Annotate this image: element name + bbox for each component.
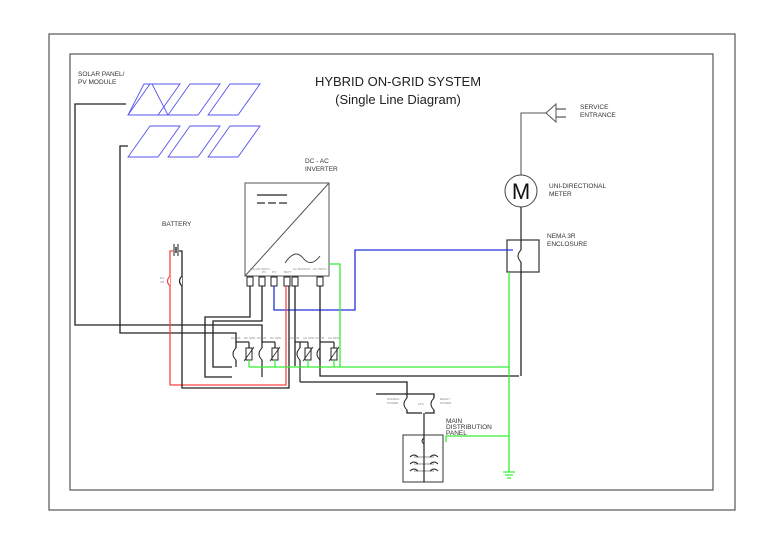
battery-label: BATTERY bbox=[162, 221, 192, 228]
dc-cb-label: DC CB bbox=[257, 336, 266, 340]
service-entrance-label-1: SERVICE bbox=[580, 104, 609, 111]
pv-module bbox=[167, 83, 221, 116]
solar-panel-label-1: SOLAR PANEL/ bbox=[78, 71, 125, 78]
inverter-terminal-label: BATT bbox=[284, 270, 292, 274]
ground-wire bbox=[329, 263, 509, 368]
neutral-wire bbox=[273, 249, 512, 311]
ac-protection: AC CB AC SPD AC CB AC SPD bbox=[290, 336, 408, 394]
dc-spd-label: DC SPD bbox=[244, 336, 256, 340]
pv-module-array bbox=[127, 83, 261, 158]
service-entrance-label-2: ENTRANCE bbox=[580, 112, 616, 119]
outer-border bbox=[48, 33, 736, 511]
mdp-label-2: DISTRIBUTION bbox=[446, 424, 492, 431]
pv-module bbox=[127, 83, 181, 116]
nema-enclosure-label-1: NEMA 3R bbox=[547, 233, 576, 240]
main-distribution-panel bbox=[402, 434, 444, 483]
inner-border bbox=[69, 53, 714, 491]
service-entrance-icon bbox=[520, 102, 566, 175]
nema-enclosure bbox=[506, 239, 540, 273]
normal-power-label: NORMAL bbox=[387, 397, 400, 401]
pv-dc-wire bbox=[204, 286, 251, 378]
dc-cb-label: DC CB bbox=[231, 336, 240, 340]
pv-string-wire-2 bbox=[119, 145, 228, 334]
battery-negative-wire bbox=[181, 286, 290, 389]
pv-module bbox=[207, 125, 261, 158]
inverter-terminal-label: SOLAR INPUT bbox=[250, 267, 270, 271]
meter-label-2: METER bbox=[549, 191, 572, 198]
battery-breaker-label: DC bbox=[160, 276, 165, 280]
pv-module bbox=[207, 83, 261, 116]
diagram-title: HYBRID ON-GRID SYSTEM bbox=[315, 74, 481, 89]
pv-dc-wire bbox=[212, 286, 263, 368]
inverter-terminal-label: PV bbox=[272, 270, 276, 274]
pv-module bbox=[127, 125, 181, 158]
diagram-subtitle: (Single Line Diagram) bbox=[335, 92, 461, 107]
inverter: SOLAR INPUT PV PV BATT AC BACKUP AC INPU… bbox=[244, 182, 330, 287]
inverter-label-2: INVERTER bbox=[305, 166, 338, 173]
battery-breaker-label: CB bbox=[160, 280, 164, 284]
inverter-terminal-label: PV bbox=[262, 270, 266, 274]
ready-power-label: POWER bbox=[440, 401, 452, 405]
dc-protection: DC CB DC SPD DC CB DC SPD bbox=[228, 324, 282, 377]
pv-module bbox=[167, 125, 221, 158]
ac-grid-wire bbox=[319, 286, 519, 377]
pv-module bbox=[127, 83, 169, 116]
ats-label: ATS bbox=[418, 402, 424, 406]
ac-spd-label: AC SPD bbox=[303, 336, 315, 340]
meter-symbol: M bbox=[512, 179, 530, 204]
ac-cb-label: AC CB bbox=[290, 336, 299, 340]
panel-ground-wire bbox=[445, 435, 509, 442]
solar-panel-label-2: PV MODULE bbox=[78, 79, 117, 86]
ats-switch bbox=[376, 393, 435, 435]
inverter-terminal-label: AC BACKUP bbox=[293, 267, 310, 271]
mdp-label-3: PANEL bbox=[446, 430, 467, 437]
dc-spd-label: DC SPD bbox=[270, 336, 282, 340]
normal-power-label: POWER bbox=[387, 401, 399, 405]
mdp-label-1: MAIN bbox=[446, 418, 463, 425]
breaker-icons bbox=[409, 454, 439, 472]
inverter-label-1: DC - AC bbox=[305, 158, 329, 165]
nema-enclosure-label-2: ENCLOSURE bbox=[547, 241, 588, 248]
battery-breaker-icon bbox=[166, 275, 171, 287]
ac-symbol-icon bbox=[284, 253, 321, 264]
ground-icon bbox=[503, 471, 515, 479]
inverter-terminal-label: AC INPUT bbox=[313, 267, 327, 271]
battery-positive-wire bbox=[169, 286, 287, 386]
ac-spd-label: AC SPD bbox=[328, 336, 340, 340]
ac-cb-label: AC CB bbox=[315, 336, 324, 340]
ready-power-label: READY bbox=[440, 397, 450, 401]
meter-label-1: UNI-DIRECTIONAL bbox=[549, 183, 606, 190]
pv-string-wire-1 bbox=[74, 103, 228, 326]
